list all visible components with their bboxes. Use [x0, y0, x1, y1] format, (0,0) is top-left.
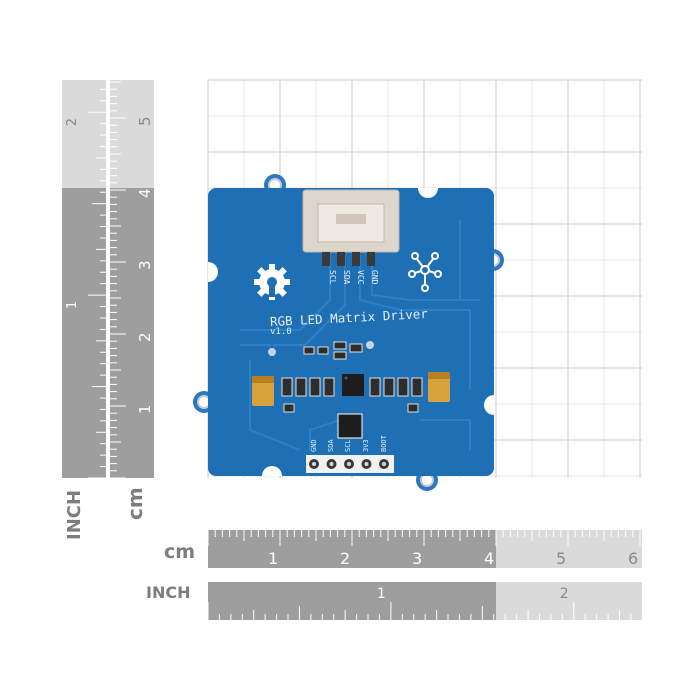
- cm-tick-label-left: 2: [136, 332, 154, 342]
- network-logo-icon: [408, 252, 442, 292]
- left-inch-ruler: [62, 80, 106, 479]
- pin-label-scl-bottom: SCL: [344, 439, 352, 452]
- bottom-inch-ruler: [207, 582, 642, 620]
- grove-connector-top: [302, 189, 400, 266]
- cm-tick-label-bottom: 2: [340, 549, 350, 568]
- inch-tick-label-left: 1: [65, 301, 80, 309]
- bottom-inch-label: INCH: [146, 583, 190, 602]
- pin-label-scl-top: SCL: [328, 270, 337, 285]
- cm-tick-label-bottom: 5: [556, 549, 566, 568]
- pin-label-vcc-top: VCC: [356, 270, 365, 285]
- left-inch-label: INCH: [64, 490, 85, 540]
- inch-tick-label-bottom: 1: [377, 586, 386, 602]
- cm-tick-label-left: 3: [136, 260, 154, 270]
- board-version: v1.0: [270, 327, 292, 337]
- cm-tick-label-left: 1: [136, 404, 154, 414]
- inch-tick-label-left: 2: [65, 118, 80, 126]
- cm-tick-label-bottom: 6: [628, 549, 638, 568]
- pin-label-boot-bottom: BOOT: [380, 434, 388, 452]
- pin-label-sda-top: SDA: [342, 270, 351, 285]
- cm-tick-label-left: 5: [136, 116, 154, 126]
- cm-tick-label-bottom: 3: [412, 549, 422, 568]
- gear-icon: [254, 264, 290, 300]
- bottom-cm-ruler: [207, 530, 642, 568]
- pin-label-3v3-bottom: 3V3: [362, 439, 370, 452]
- pin-label-gnd-bottom: GND: [310, 439, 318, 452]
- smd-components: [252, 341, 450, 439]
- cm-tick-label-left: 4: [136, 188, 154, 198]
- inch-tick-label-bottom: 2: [560, 586, 569, 602]
- left-cm-ruler: [110, 80, 154, 479]
- cm-tick-label-bottom: 4: [484, 549, 494, 568]
- cm-tick-label-bottom: 1: [268, 549, 278, 568]
- pin-label-gnd-top: GND: [370, 270, 379, 285]
- pcb-board: SCL SDA VCC GND: [193, 174, 504, 491]
- pin-header-bottom: [306, 455, 394, 473]
- pin-label-sda-bottom: SDA: [327, 439, 335, 452]
- left-cm-label: cm: [123, 487, 147, 520]
- bottom-cm-label: cm: [164, 541, 195, 563]
